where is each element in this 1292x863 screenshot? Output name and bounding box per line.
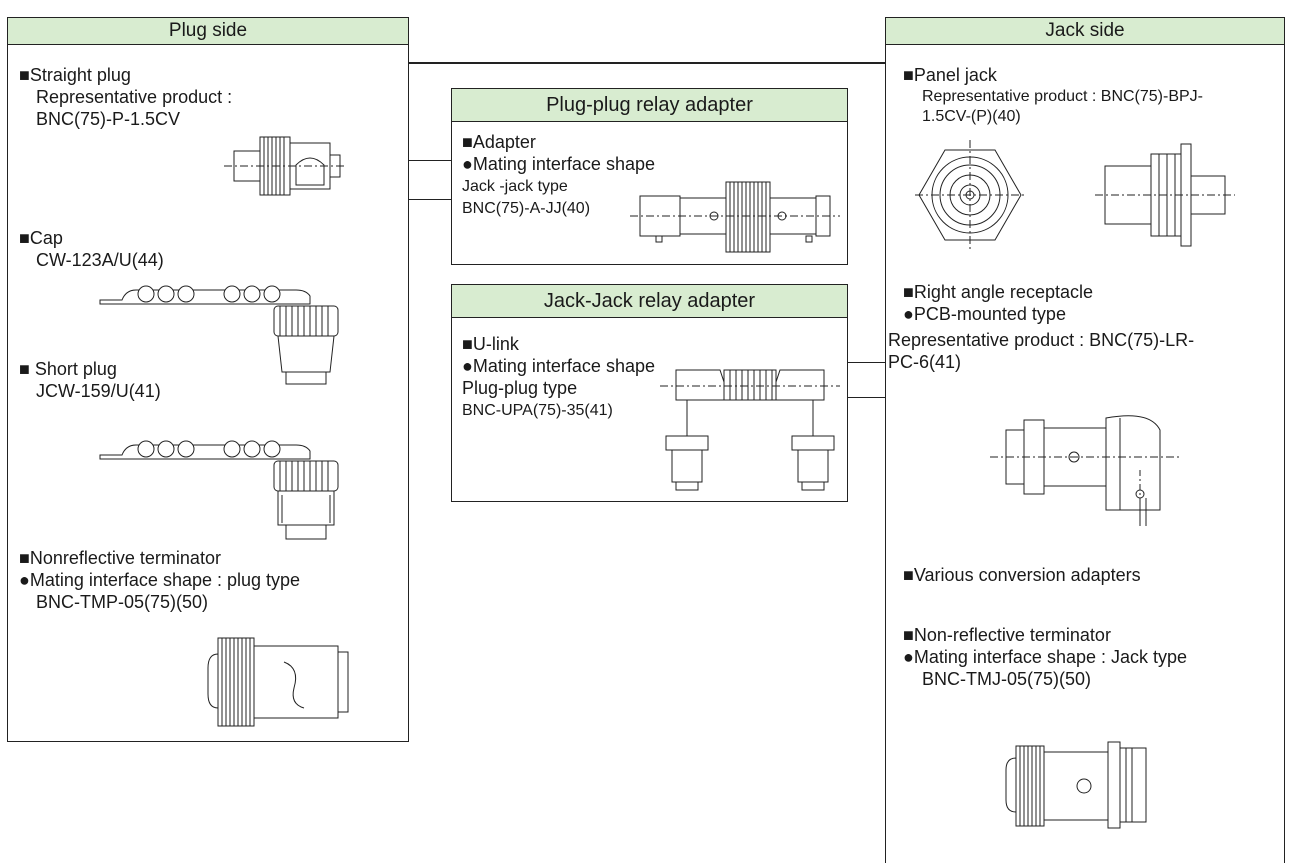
conversion-adapters-title: ■Various conversion adapters bbox=[903, 565, 1141, 585]
right-angle-title: ■Right angle receptacle bbox=[903, 282, 1093, 302]
u-link-line2: Plug-plug type bbox=[462, 378, 578, 398]
right-angle-line2: Representative product : BNC(75)-LR- bbox=[888, 330, 1195, 350]
short-plug-code: JCW-159/U(41) bbox=[36, 381, 161, 401]
cap-chain-icon bbox=[96, 280, 356, 390]
right-connector-2 bbox=[848, 397, 885, 398]
adapter-code: BNC(75)-A-JJ(40) bbox=[462, 200, 591, 217]
plug-side-header: Plug side bbox=[8, 18, 408, 45]
u-link-line1: ●Mating interface shape bbox=[462, 356, 655, 376]
cap-title: ■Cap bbox=[19, 228, 63, 248]
panel-jack-line1: Representative product : BNC(75)-BPJ- bbox=[922, 88, 1203, 105]
jack-terminator-line1: ●Mating interface shape : Jack type bbox=[903, 647, 1188, 667]
short-plug-chain-icon bbox=[96, 435, 356, 545]
left-connector-1 bbox=[409, 160, 451, 161]
plug-plug-adapter-header: Plug-plug relay adapter bbox=[452, 89, 847, 122]
plug-terminator-code: BNC-TMP-05(75)(50) bbox=[36, 592, 209, 612]
straight-plug-icon bbox=[224, 125, 344, 205]
plug-terminator-icon bbox=[204, 628, 354, 738]
right-angle-receptacle-icon bbox=[990, 410, 1190, 530]
straight-plug-code2: BNC(75)-P-1.5CV bbox=[36, 109, 181, 129]
straight-plug-title: ■Straight plug bbox=[19, 65, 131, 85]
right-connector-1 bbox=[848, 362, 885, 363]
left-connector-2 bbox=[409, 199, 451, 200]
panel-jack-title: ■Panel jack bbox=[903, 65, 997, 85]
top-connector-line bbox=[409, 62, 885, 64]
panel-jack-icon bbox=[915, 140, 1255, 250]
plug-terminator-title: ■Nonreflective terminator bbox=[19, 548, 221, 568]
cap-code: CW-123A/U(44) bbox=[36, 250, 164, 270]
u-link-icon bbox=[660, 366, 840, 494]
plug-terminator-line1: ●Mating interface shape : plug type bbox=[19, 570, 301, 590]
jack-terminator-code: BNC-TMJ-05(75)(50) bbox=[922, 669, 1092, 689]
straight-plug-line1: Representative product : bbox=[36, 87, 233, 107]
u-link-code: BNC-UPA(75)-35(41) bbox=[462, 402, 613, 419]
jack-terminator-title: ■Non-reflective terminator bbox=[903, 625, 1111, 645]
jack-jack-adapter-icon bbox=[630, 178, 840, 258]
panel-jack-line2: 1.5CV-(P)(40) bbox=[922, 108, 1021, 125]
u-link-title: ■U-link bbox=[462, 334, 519, 354]
plug-side-panel: Plug side bbox=[7, 17, 409, 742]
short-plug-title: ■ Short plug bbox=[19, 359, 117, 379]
right-angle-line3: PC-6(41) bbox=[888, 352, 962, 372]
jack-terminator-icon bbox=[1000, 730, 1160, 840]
jack-jack-adapter-header: Jack-Jack relay adapter bbox=[452, 285, 847, 318]
adapter-line2: Jack -jack type bbox=[462, 178, 568, 195]
adapter-title: ■Adapter bbox=[462, 132, 536, 152]
right-angle-line1: ●PCB-mounted type bbox=[903, 304, 1066, 324]
jack-side-header: Jack side bbox=[886, 18, 1284, 45]
adapter-line1: ●Mating interface shape bbox=[462, 154, 655, 174]
